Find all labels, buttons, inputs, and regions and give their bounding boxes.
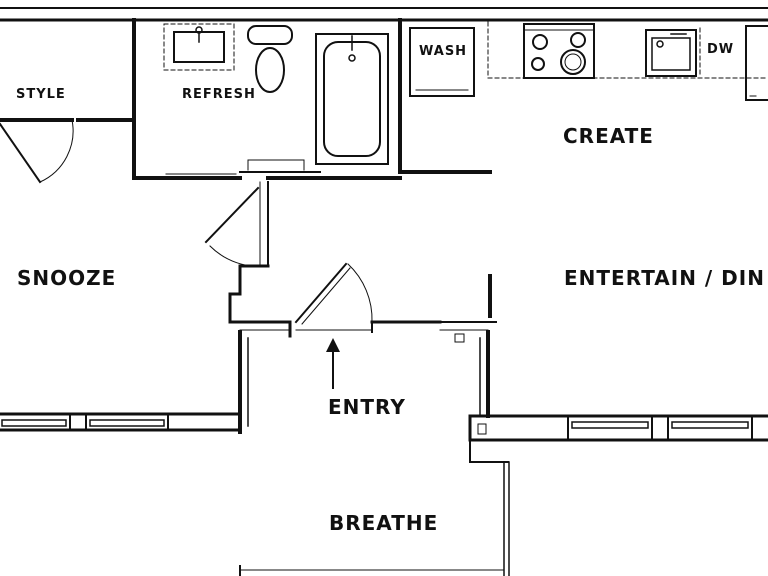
- top-exterior-wall: [0, 7, 768, 22]
- entry-walls: [228, 264, 497, 343]
- entry-door: [294, 262, 373, 325]
- room-label-entertain-dining: ENTERTAIN / DIN: [564, 266, 765, 290]
- bathroom-walls: [132, 18, 402, 180]
- kitchen-counter: [487, 21, 768, 79]
- refrigerator: [745, 25, 768, 101]
- room-label-snooze: SNOOZE: [17, 266, 117, 290]
- bathroom-door: [204, 181, 269, 267]
- room-label-entry: ENTRY: [328, 395, 406, 419]
- balcony-railing: [239, 439, 510, 576]
- appliance-label-dw: DW: [707, 42, 735, 57]
- bottom-right-wall: [468, 414, 768, 442]
- entry-arrow-head: [326, 338, 340, 352]
- style-closet-door: [0, 119, 74, 184]
- room-label-refresh: REFRESH: [182, 87, 256, 102]
- style-closet-walls: [0, 18, 136, 122]
- bathtub: [315, 33, 389, 165]
- toilet: [247, 25, 293, 93]
- bottom-left-wall: [0, 412, 242, 432]
- stove: [523, 23, 595, 79]
- appliance-label-wash: WASH: [419, 44, 468, 59]
- bathroom-sink: [163, 23, 235, 71]
- room-label-breathe: BREATHE: [329, 511, 439, 535]
- room-label-style: STYLE: [16, 87, 66, 102]
- washer: [409, 27, 475, 97]
- room-label-create: CREATE: [563, 124, 654, 148]
- kitchen-sink: [645, 29, 697, 77]
